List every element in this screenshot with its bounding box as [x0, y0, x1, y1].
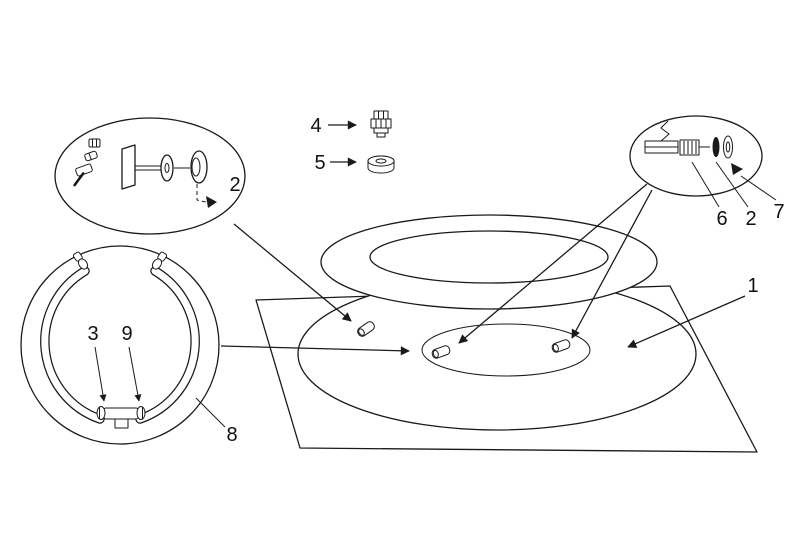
strainer-cone-icon [731, 163, 743, 175]
part-label-9: 9 [121, 323, 132, 345]
part-8-leader [195, 397, 226, 428]
strainer-cross-section [644, 120, 743, 175]
part-4-row: 4 [310, 110, 392, 138]
part-label-3: 3 [87, 323, 98, 345]
part-6-leader [691, 161, 720, 208]
strainer-callout-bubble [629, 115, 763, 197]
part-label-5: 5 [314, 152, 325, 174]
part-label-6: 6 [716, 208, 727, 230]
hose-ring-callout: 3 9 8 [20, 245, 238, 446]
hose-clamp-left [96, 406, 106, 420]
part-label-8: 8 [226, 424, 237, 446]
hose-clamp-right [136, 406, 146, 420]
part-label-1: 1 [747, 275, 758, 297]
tee-connector [96, 406, 146, 429]
strainer-washer-icon [712, 137, 720, 157]
hose-end-fitting-left [72, 251, 89, 270]
valve-callout-to-pool-arrow [233, 223, 352, 322]
pool [297, 214, 697, 431]
part-7-leader [740, 175, 777, 201]
air-valve-exploded-view [73, 138, 217, 208]
part-label-2-strainer: 2 [745, 208, 756, 230]
strainer-callout-to-floor-left-arrow [458, 183, 648, 344]
part-3-leader [94, 346, 107, 402]
wall-fitting-floor-left [431, 345, 451, 359]
drain-cone-icon [206, 196, 217, 208]
part-label-2-valve: 2 [229, 174, 240, 196]
wall-fitting-outer [357, 321, 375, 337]
valve-assembly-callout: 2 [54, 117, 246, 235]
washer-icon [367, 155, 395, 174]
part-9-leader [128, 346, 142, 402]
drain-plug-icon [370, 110, 392, 138]
strainer-assembly-callout: 6 2 7 [629, 115, 785, 230]
part-2-leader [715, 161, 749, 208]
strainer-callout-to-floor-right-arrow [571, 189, 653, 339]
part-label-4: 4 [310, 115, 321, 137]
part-1-leader [627, 295, 746, 348]
wall-fitting-floor-right [551, 339, 571, 353]
valve-assembly-callout-bubble [54, 117, 246, 235]
part-label-7: 7 [773, 201, 784, 223]
pool-top-ring-inner [369, 230, 609, 284]
hose-end-fitting-right [151, 251, 168, 270]
hose-ring-to-pool-arrow [220, 345, 410, 356]
part-5-row: 5 [314, 152, 395, 174]
